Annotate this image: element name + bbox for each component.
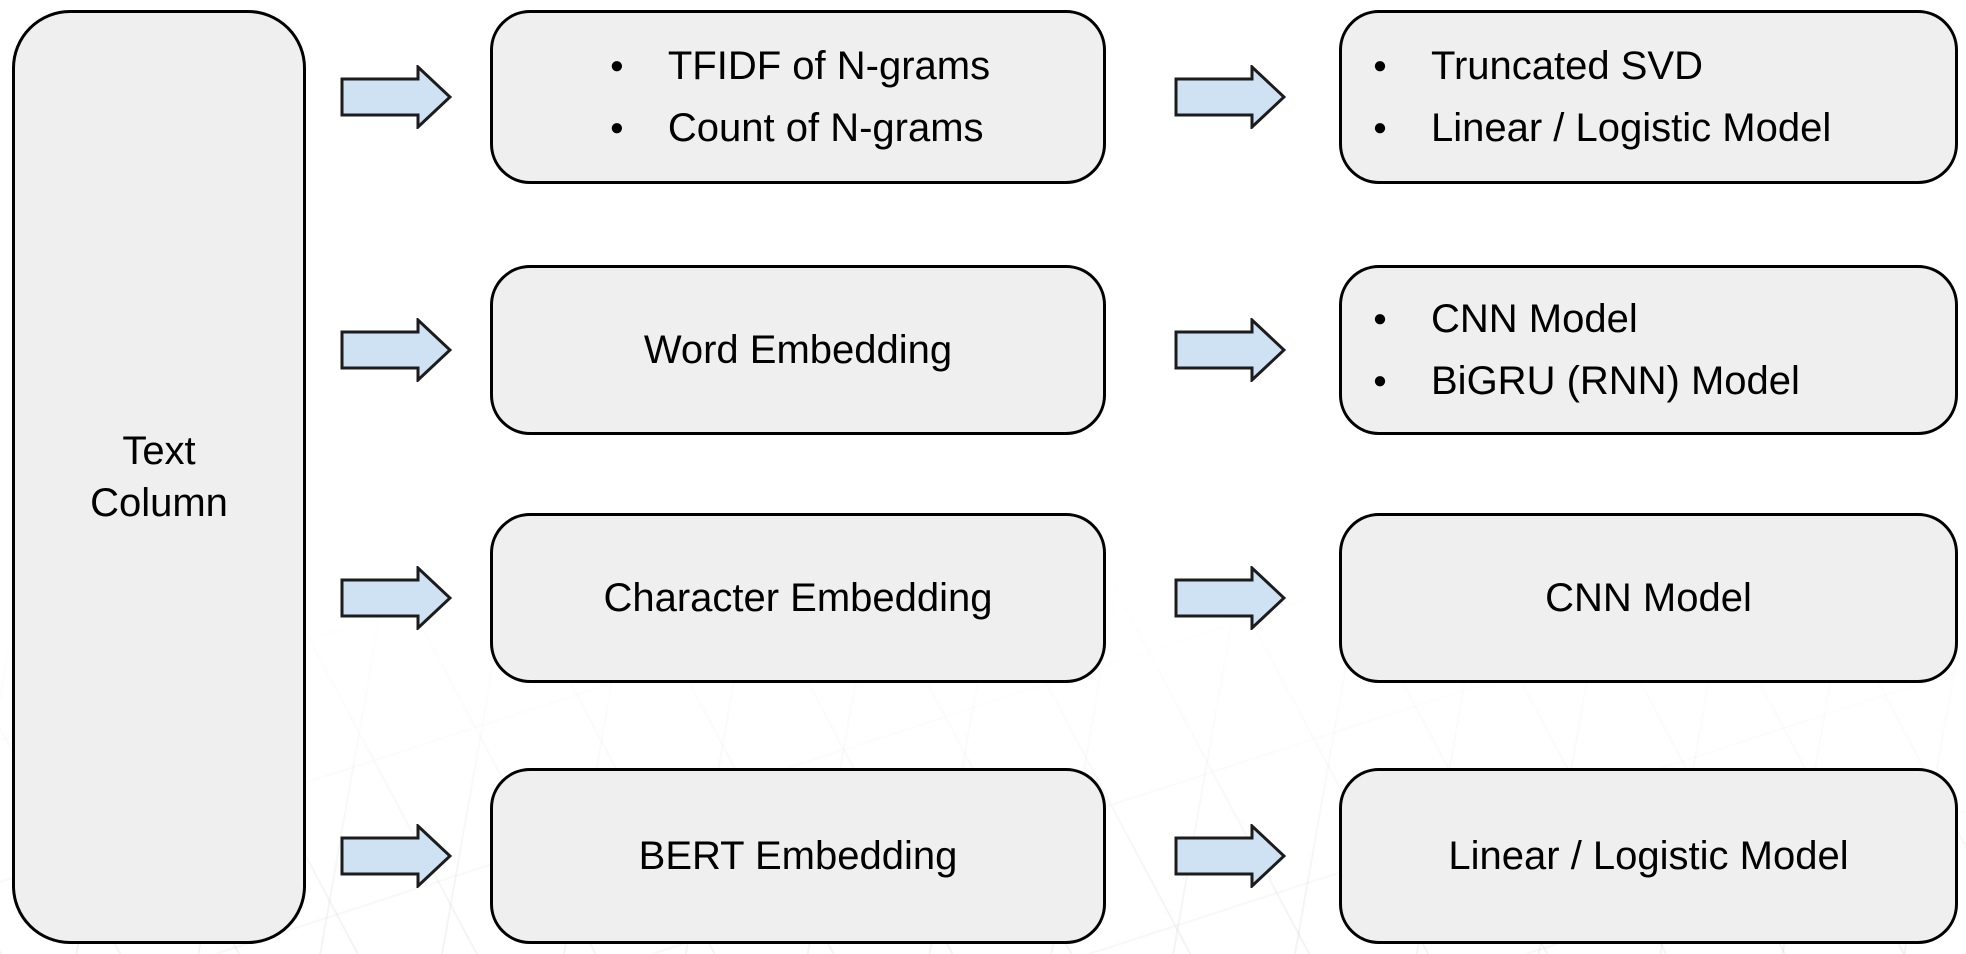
model-label: Linear / Logistic Model — [1448, 834, 1849, 878]
flow-arrow-icon — [340, 65, 452, 129]
flow-arrow-icon — [1174, 566, 1286, 630]
flow-arrow-icon — [340, 824, 452, 888]
model-item-label: Linear / Logistic Model — [1431, 105, 1832, 150]
model-item-label: Truncated SVD — [1431, 43, 1703, 88]
list-item: ● Count of N-grams — [606, 97, 990, 159]
bullet-icon: ● — [1372, 305, 1388, 332]
cnn-model-box: CNN Model — [1339, 513, 1958, 683]
flow-arrow-icon — [1174, 824, 1286, 888]
model-item-label: CNN Model — [1431, 296, 1638, 341]
character-embedding-box: Character Embedding — [490, 513, 1106, 683]
bullet-icon: ● — [1372, 367, 1388, 394]
list-item: ● TFIDF of N-grams — [606, 35, 990, 97]
feature-list: ● TFIDF of N-grams ● Count of N-grams — [606, 35, 990, 159]
word-embedding-box: Word Embedding — [490, 265, 1106, 435]
ngram-features-box: ● TFIDF of N-grams ● Count of N-grams — [490, 10, 1106, 184]
bullet-icon: ● — [609, 52, 625, 79]
cnn-bigru-models-box: ● CNN Model ● BiGRU (RNN) Model — [1339, 265, 1958, 435]
flow-arrow-icon — [1174, 65, 1286, 129]
list-item: ● Linear / Logistic Model — [1369, 97, 1831, 159]
list-item: ● BiGRU (RNN) Model — [1369, 350, 1800, 412]
feature-label: Word Embedding — [643, 328, 953, 372]
bert-embedding-box: BERT Embedding — [490, 768, 1106, 944]
bullet-icon: ● — [1372, 114, 1388, 141]
model-item-label: BiGRU (RNN) Model — [1431, 358, 1800, 403]
flow-arrow-icon — [1174, 318, 1286, 382]
model-label: CNN Model — [1545, 576, 1752, 620]
flow-arrow-icon — [340, 318, 452, 382]
text-column-label: Text Column — [90, 429, 228, 525]
feature-label: Character Embedding — [603, 576, 993, 620]
text-column-box: Text Column — [12, 10, 306, 944]
model-list: ● Truncated SVD ● Linear / Logistic Mode… — [1369, 35, 1831, 159]
linear-logistic-model-box: Linear / Logistic Model — [1339, 768, 1958, 944]
model-list: ● CNN Model ● BiGRU (RNN) Model — [1369, 288, 1800, 412]
feature-label: BERT Embedding — [638, 834, 958, 878]
list-item: ● CNN Model — [1369, 288, 1800, 350]
svd-linear-models-box: ● Truncated SVD ● Linear / Logistic Mode… — [1339, 10, 1958, 184]
bullet-icon: ● — [1372, 52, 1388, 79]
feature-item-label: TFIDF of N-grams — [667, 43, 991, 88]
bullet-icon: ● — [609, 114, 625, 141]
flow-arrow-icon — [340, 566, 452, 630]
list-item: ● Truncated SVD — [1369, 35, 1831, 97]
feature-item-label: Count of N-grams — [667, 105, 984, 150]
